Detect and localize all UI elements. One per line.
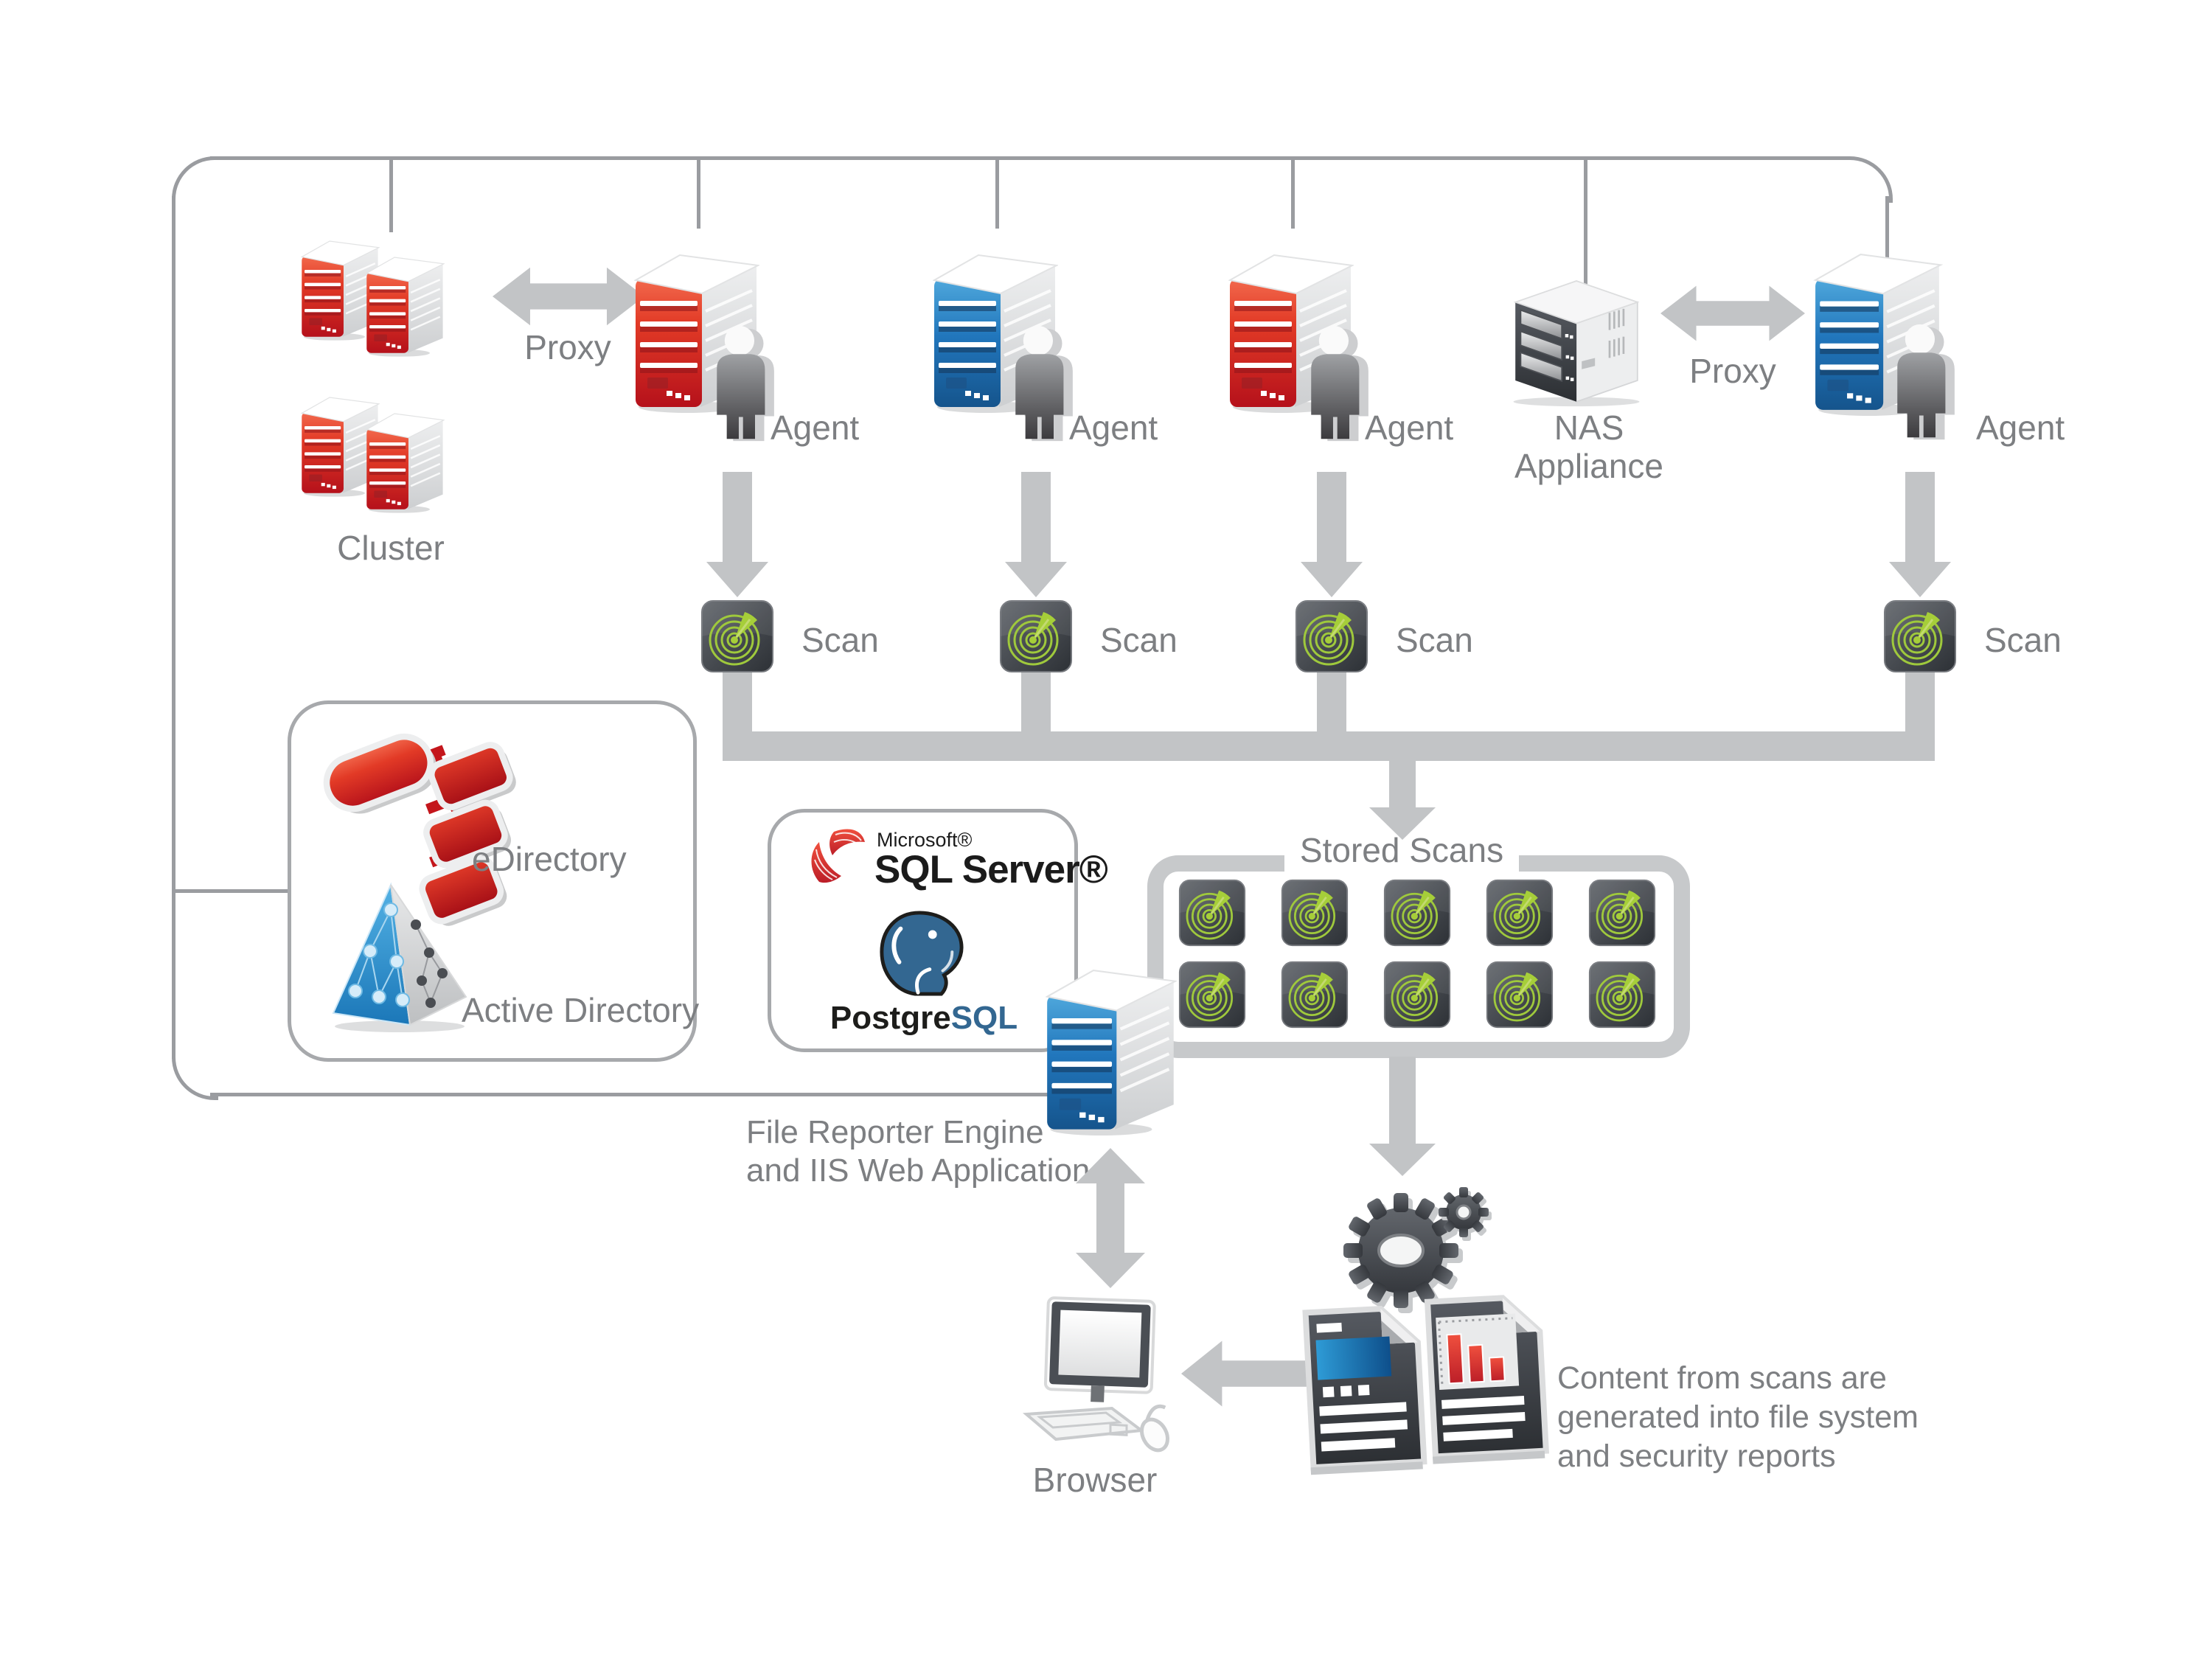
edirectory-connector-line (174, 889, 291, 893)
drop-line-agent-3 (1291, 159, 1295, 229)
trunk-top-line (210, 156, 1850, 160)
agent-person-icon-4 (1885, 321, 1969, 442)
drop-line-nas (1584, 159, 1587, 285)
gear-icon (1343, 1187, 1492, 1313)
browser-icon (1022, 1296, 1170, 1453)
browser-sync-arrow-icon (1076, 1148, 1145, 1288)
microsoft-label: Microsoft® (877, 829, 973, 851)
scan-arrow-icon-3 (1301, 472, 1363, 597)
report-note: Content from scans are generated into fi… (1557, 1363, 1919, 1472)
scan-icon-2 (999, 599, 1073, 673)
proxy-label-left: Proxy (524, 328, 611, 366)
trunk-left-line (172, 196, 175, 1059)
report-doc-1 (1302, 1305, 1427, 1475)
proxy-arrow-left-icon (493, 267, 644, 326)
edirectory-label: eDirectory (472, 840, 627, 878)
active-directory-label: Active Directory (462, 991, 700, 1029)
scan-icon-3 (1295, 599, 1368, 673)
scan-bus-line (723, 731, 1935, 761)
stored-scan-icon (1383, 961, 1451, 1029)
drop-line-agent-4 (1885, 196, 1889, 268)
cluster-icon (301, 240, 445, 513)
browser-label: Browser (1032, 1461, 1158, 1499)
stored-scan-icon (1281, 961, 1349, 1029)
sql-server-label: SQL Server® (874, 848, 1108, 891)
postgresql-label: PostgreSQL (813, 1000, 1034, 1036)
stored-scans-arrow-shaft (1389, 759, 1416, 810)
report-doc-2 (1424, 1295, 1550, 1464)
cluster-label: Cluster (337, 529, 445, 567)
report-note-line1: Content from scans are (1557, 1360, 1887, 1396)
scan-icon-4 (1883, 599, 1957, 673)
stored-scan-icon (1588, 879, 1656, 947)
scan-label-4: Scan (1984, 621, 2062, 659)
stored-scan-icon (1178, 961, 1246, 1029)
file-reporter-label-line1: File Reporter Engine (746, 1114, 1044, 1150)
gear-arrow-shaft (1389, 1057, 1416, 1145)
postgresql-label-postgre: Postgre (830, 1000, 951, 1036)
scan-label-1: Scan (801, 621, 879, 659)
reports-arrow-icon (1181, 1340, 1320, 1407)
postgresql-label-sql: SQL (950, 1000, 1018, 1036)
edirectory-icon (323, 733, 516, 926)
stored-scans-title-gap (1284, 851, 1519, 876)
stored-scans-arrow-head-icon (1369, 807, 1436, 840)
trunk-corner-top-left (172, 156, 218, 203)
nas-appliance-label: NAS Appliance (1478, 408, 1700, 485)
scan-arrow-icon-1 (706, 472, 768, 597)
scan-icon-1 (700, 599, 774, 673)
trunk-bottom-line (210, 1093, 1113, 1096)
file-reporter-server-icon (1046, 935, 1177, 1135)
nas-label-line1: NAS (1554, 408, 1624, 447)
stored-scan-icon (1486, 879, 1554, 947)
stored-scan-icon (1281, 879, 1349, 947)
stored-scan-icon (1178, 879, 1246, 947)
scan-bus-drop-1 (723, 671, 752, 734)
sql-server-icon (811, 829, 865, 883)
gear-arrow-head-icon (1369, 1143, 1436, 1177)
scan-bus-drop-3 (1317, 671, 1346, 734)
agent-label-3: Agent (1365, 408, 1454, 447)
agent-label-2: Agent (1069, 408, 1158, 447)
drop-line-agent-1 (697, 159, 700, 229)
stored-scan-icon (1588, 961, 1656, 1029)
nas-appliance-icon (1513, 280, 1640, 407)
postgresql-elephant-icon (880, 911, 964, 996)
scan-label-3: Scan (1396, 621, 1473, 659)
active-directory-icon (332, 882, 467, 1032)
agent-label-1: Agent (771, 408, 860, 447)
stored-scan-icon (1383, 879, 1451, 947)
report-note-line3: and security reports (1557, 1439, 1836, 1474)
scan-arrow-icon-4 (1889, 472, 1951, 597)
proxy-arrow-right-icon (1660, 285, 1805, 342)
drop-line-agent-2 (995, 159, 999, 229)
file-reporter-label-line2: and IIS Web Application (746, 1152, 1091, 1189)
file-reporter-label: File Reporter Engine and IIS Web Applica… (746, 1113, 1090, 1190)
report-note-line2: generated into file system (1557, 1399, 1919, 1435)
nas-label-line2: Appliance (1514, 446, 1664, 485)
scan-bus-drop-2 (1021, 671, 1051, 734)
proxy-label-right: Proxy (1689, 352, 1776, 390)
scan-label-2: Scan (1100, 621, 1178, 659)
agent-label-4: Agent (1976, 408, 2065, 447)
stored-scan-icon (1486, 961, 1554, 1029)
report-documents-icon (1302, 1295, 1550, 1475)
scan-bus-drop-4 (1905, 671, 1935, 734)
drop-line-cluster (389, 159, 393, 232)
scan-arrow-icon-2 (1005, 472, 1067, 597)
